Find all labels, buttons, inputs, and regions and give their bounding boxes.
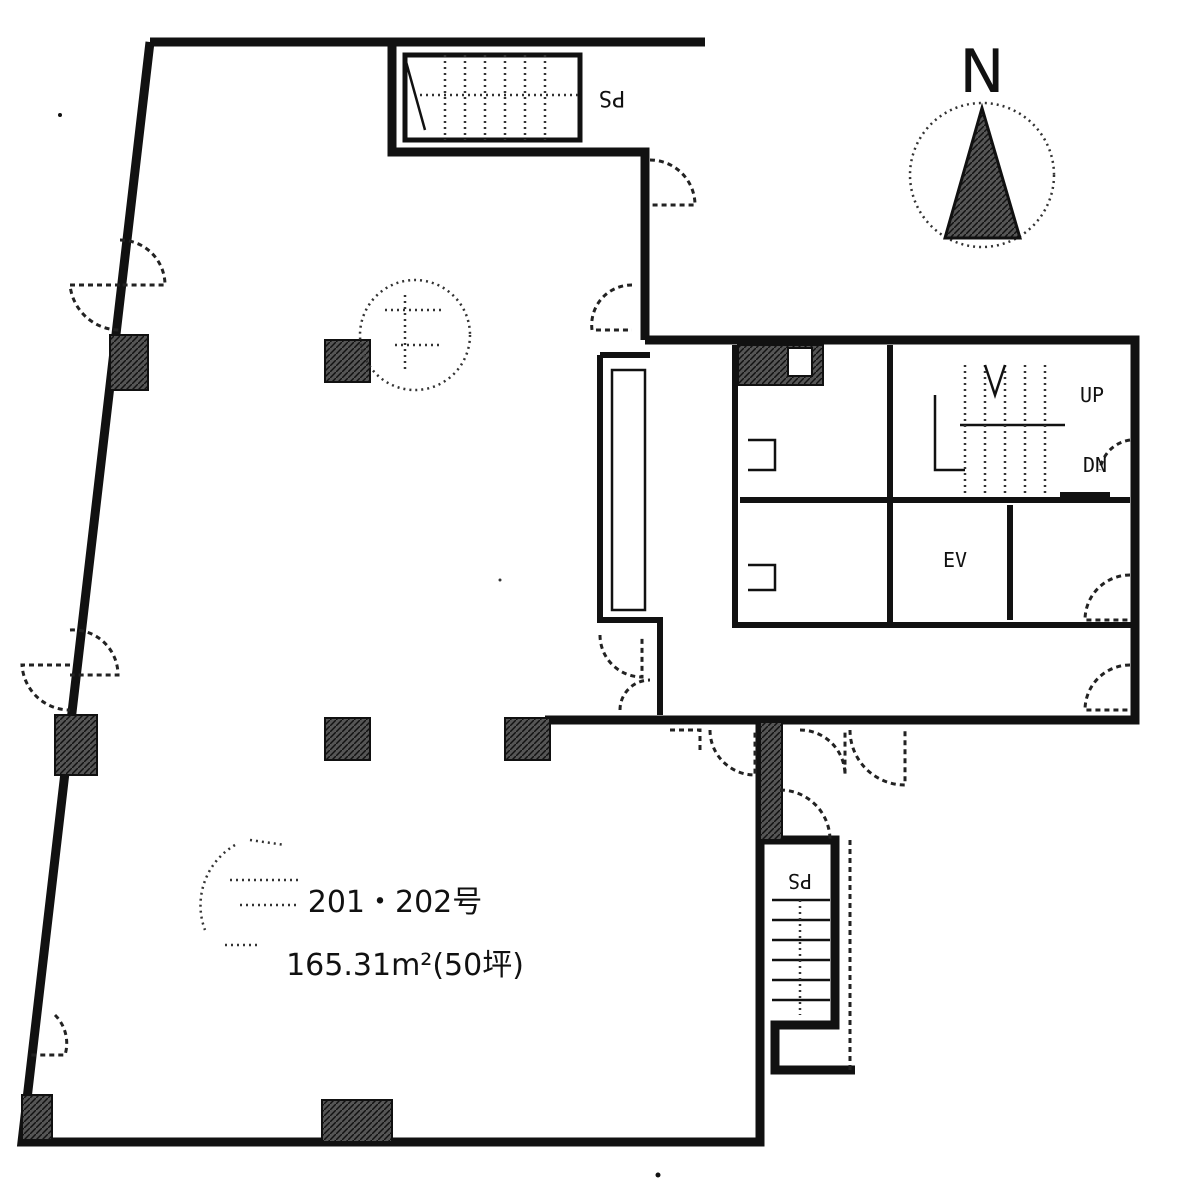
ceiling-marks: [199, 278, 472, 947]
up-label: UP: [1080, 383, 1104, 407]
core-stairs: [933, 364, 1110, 498]
column: [109, 334, 149, 391]
column: [759, 721, 783, 841]
column: [324, 339, 371, 383]
column: [504, 717, 551, 761]
doors: [20, 158, 1131, 1057]
unit-area: 165.31m²(50坪): [286, 948, 524, 983]
column: [321, 1099, 393, 1143]
unit-number: 201・202号: [308, 885, 483, 920]
north-arrow: N: [908, 37, 1056, 249]
down-label: DN: [1083, 453, 1107, 477]
ps-label-bottom: PS: [788, 869, 812, 893]
elevator-label: EV: [943, 548, 967, 572]
column: [54, 714, 98, 776]
columns: [21, 334, 824, 1143]
column: [324, 717, 371, 761]
core-walls: [597, 335, 1140, 725]
lower-shaft-stairs: [760, 835, 855, 1075]
labels: PS PS UP DN EV 201・202号 165.31m²(50坪): [286, 85, 1107, 983]
compass-label: N: [960, 37, 1005, 107]
column: [21, 1094, 53, 1141]
ps-label-top: PS: [599, 85, 626, 110]
compass-ring: [908, 101, 1056, 249]
compass-needle: [943, 102, 1023, 240]
upper-shaft-stairs: [403, 55, 580, 140]
specks: [58, 113, 661, 1178]
